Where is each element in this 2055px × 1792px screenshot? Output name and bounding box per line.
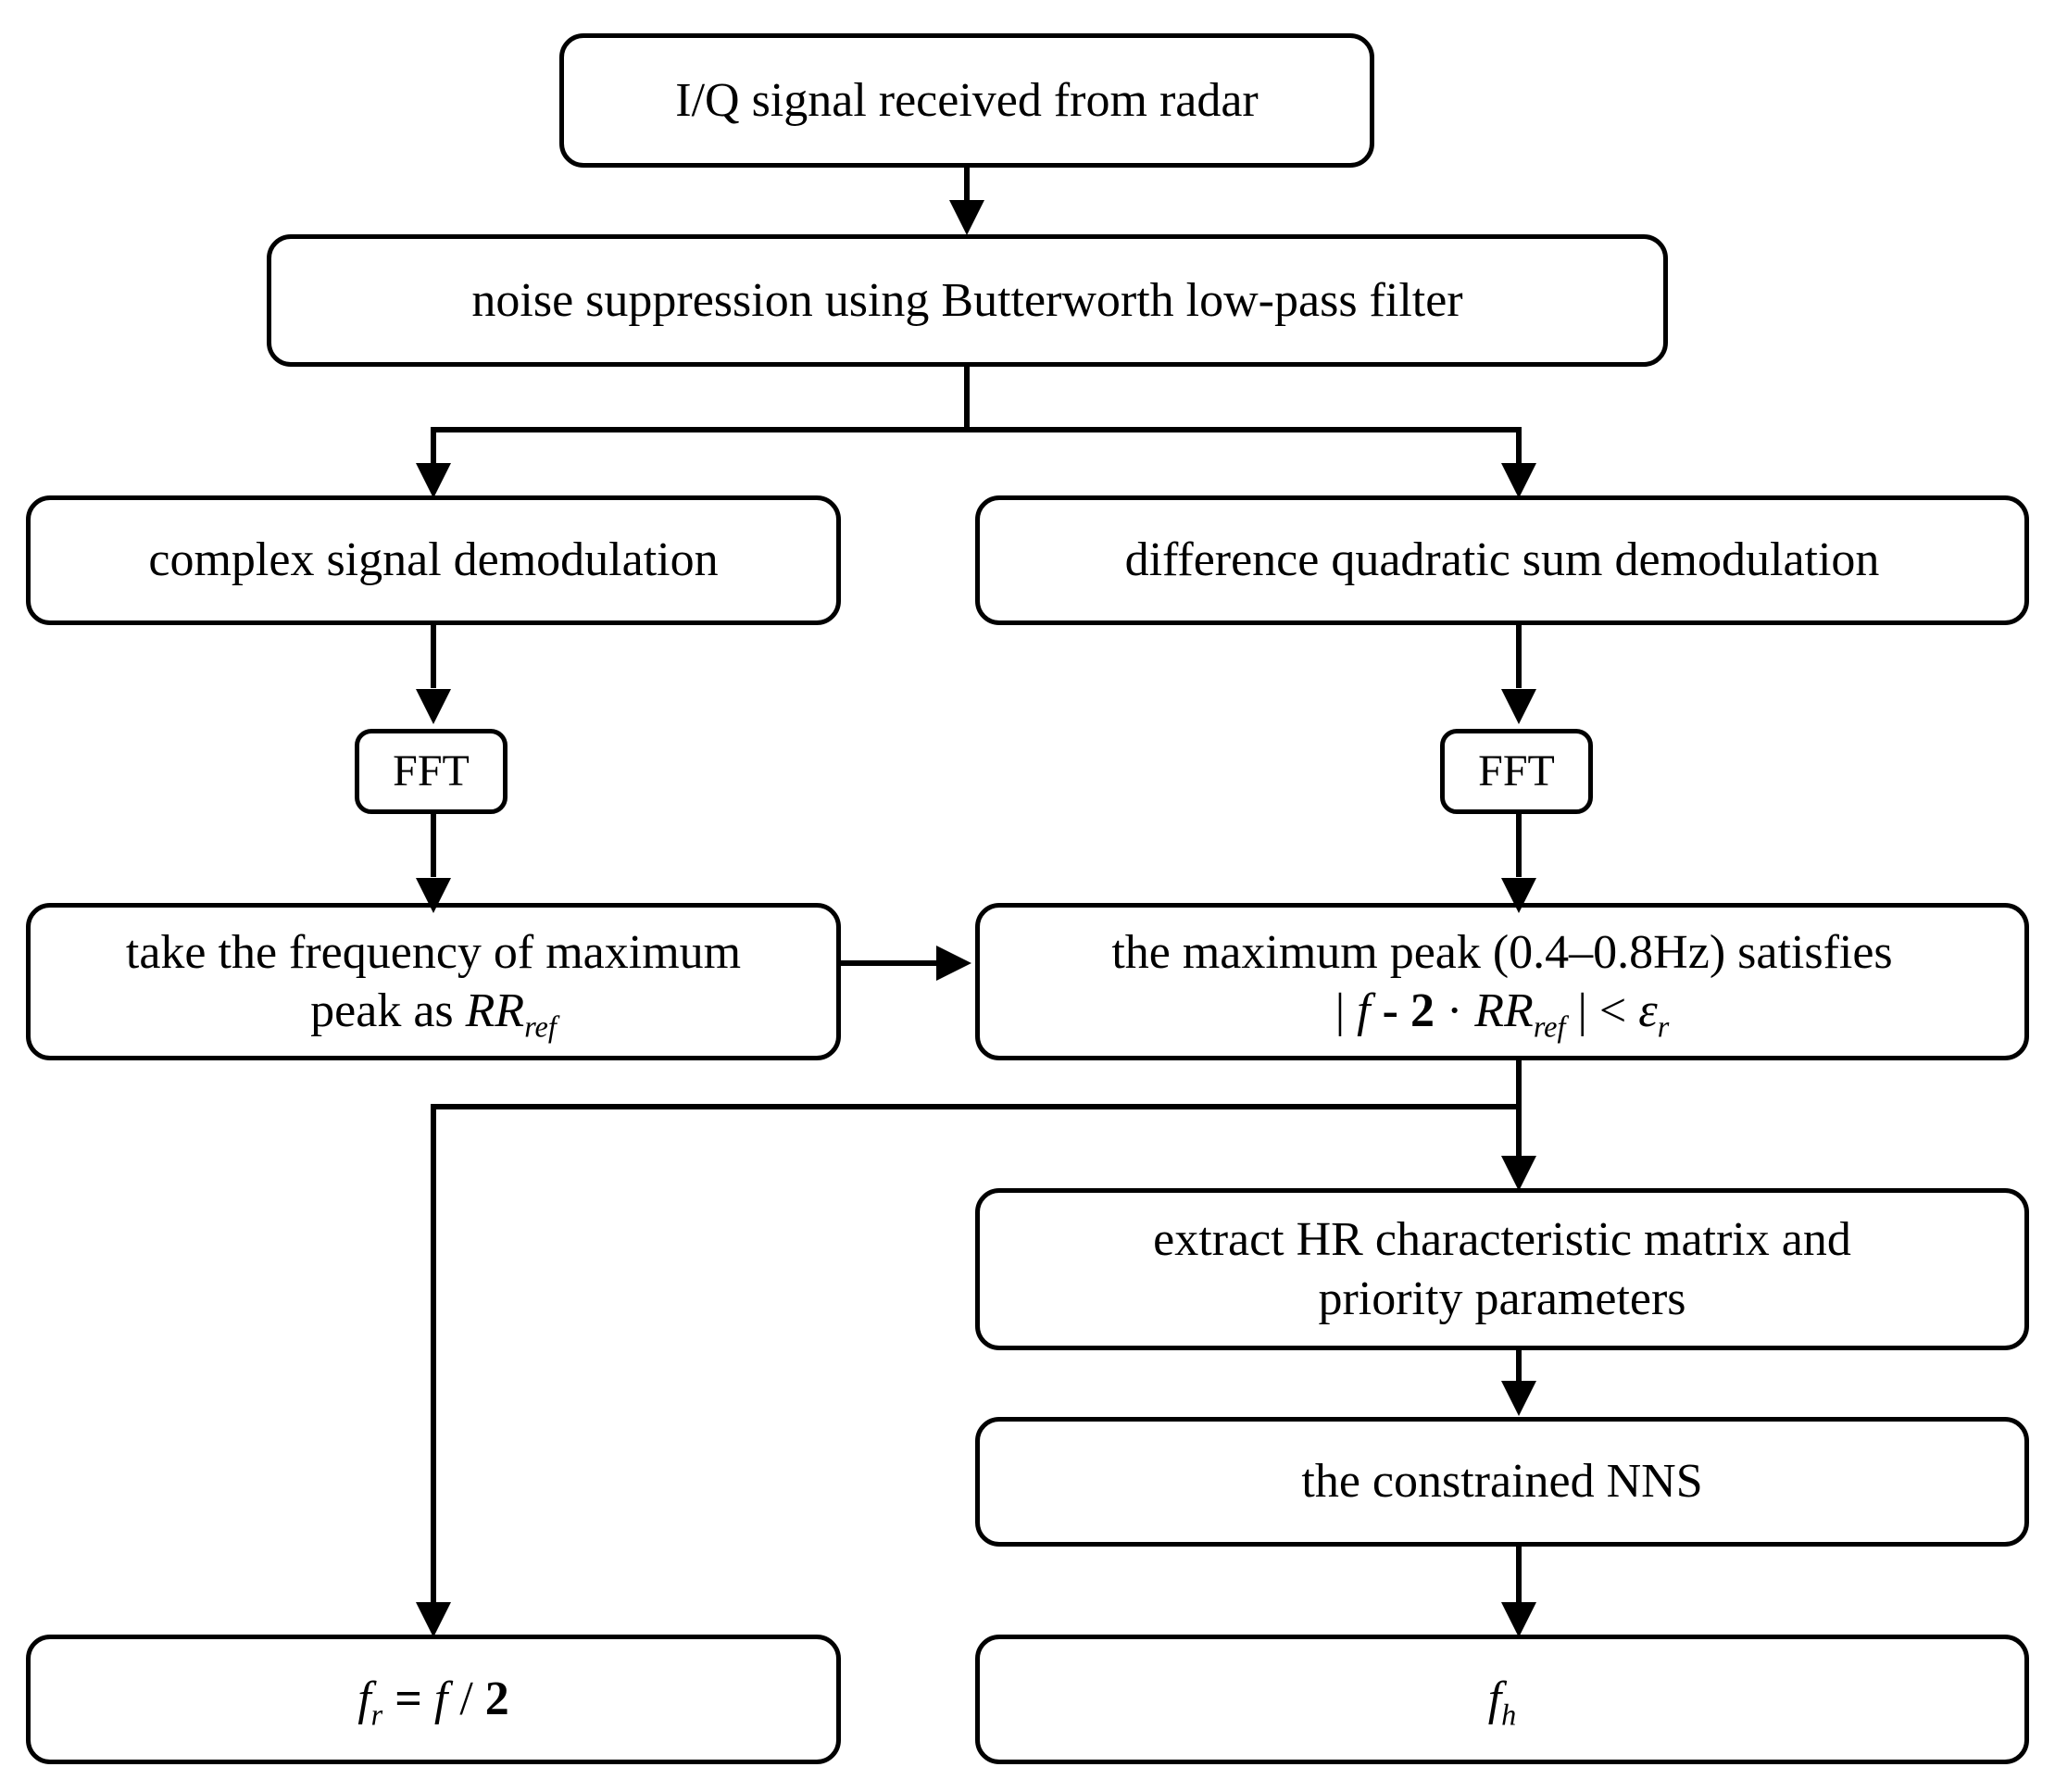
arrowhead-takefreq-to-maxpeak: [936, 946, 971, 981]
fr-equals: =: [395, 1673, 422, 1726]
node-constrained-nns: the constrained NNS: [975, 1417, 2029, 1547]
connector-noise-stem: [964, 367, 970, 430]
node-complex-demodulation-label: complex signal demodulation: [148, 533, 719, 587]
arrowhead-extract-to-nns: [1501, 1381, 1536, 1416]
formula-epsilon: ε: [1638, 984, 1658, 1037]
node-dqs-demodulation: difference quadratic sum demodulation: [975, 495, 2029, 625]
node-extract-hr: extract HR characteristic matrix and pri…: [975, 1188, 2029, 1350]
formula-rr-subscript: ref: [1533, 1009, 1566, 1044]
node-max-peak-line1: the maximum peak (0.4–0.8Hz) satisfies: [1111, 925, 1893, 979]
node-output-fr: fr = f / 2: [26, 1635, 841, 1764]
connector-extract-to-nns: [1516, 1350, 1522, 1389]
arrowhead-fft-left-down: [416, 878, 451, 913]
arrowhead-bus-to-dqs: [1501, 463, 1536, 498]
connector-complex-to-fft: [431, 625, 436, 688]
node-fft-left-label: FFT: [393, 746, 470, 796]
arrowhead-dqs-to-fft: [1501, 689, 1536, 724]
fr-denominator: 2: [484, 1673, 509, 1726]
node-extract-hr-text: extract HR characteristic matrix and pri…: [1153, 1210, 1851, 1328]
connector-fft-right-down: [1516, 814, 1522, 877]
node-constrained-nns-label: the constrained NNS: [1301, 1455, 1703, 1509]
arrowhead-bus-to-complex: [416, 463, 451, 498]
node-max-peak-formula: | f - 2 · RRref | < εr: [1111, 982, 1892, 1044]
arrowhead-maxpeak-to-extract: [1501, 1156, 1536, 1191]
connector-nns-to-fh: [1516, 1547, 1522, 1604]
node-max-peak-condition: the maximum peak (0.4–0.8Hz) satisfies |…: [975, 903, 2029, 1060]
fr-slash: /: [459, 1673, 473, 1726]
fr-subscript: r: [370, 1698, 383, 1732]
fh-var: f: [1487, 1673, 1502, 1726]
connector-bus-to-dqs: [1516, 427, 1522, 482]
node-complex-demodulation: complex signal demodulation: [26, 495, 841, 625]
connector-iq-to-noise: [964, 168, 970, 214]
node-take-frequency: take the frequency of maximum peak as RR…: [26, 903, 841, 1060]
formula-epsilon-subscript: r: [1657, 1009, 1670, 1044]
node-extract-hr-line1: extract HR characteristic matrix and: [1153, 1213, 1851, 1267]
node-iq-signal: I/Q signal received from radar: [559, 33, 1374, 168]
node-noise-suppression: noise suppression using Butterworth low-…: [267, 234, 1668, 367]
node-output-fh: fh: [975, 1635, 2029, 1764]
formula-less-than: <: [1598, 984, 1627, 1037]
formula-bar-close: |: [1577, 984, 1587, 1037]
node-fft-right-label: FFT: [1478, 746, 1555, 796]
connector-dqs-to-fft: [1516, 625, 1522, 688]
take-frequency-var: RR: [465, 984, 525, 1037]
connector-branch-down-to-fr: [431, 1104, 436, 1604]
arrowhead-nns-to-fh: [1501, 1602, 1536, 1637]
connector-noise-bus: [431, 427, 1522, 432]
node-output-fr-formula: fr = f / 2: [357, 1670, 509, 1730]
node-output-fh-formula: fh: [1487, 1670, 1517, 1730]
formula-minus: -: [1382, 984, 1398, 1037]
connector-maxpeak-stem: [1516, 1060, 1522, 1173]
formula-rr: RR: [1474, 984, 1534, 1037]
node-fft-right: FFT: [1440, 729, 1593, 814]
node-take-frequency-line1: take the frequency of maximum: [125, 925, 742, 979]
connector-fft-left-down: [431, 814, 436, 877]
connector-maxpeak-left-branch: [431, 1104, 1522, 1109]
node-extract-hr-line2: priority parameters: [1318, 1272, 1686, 1325]
arrowhead-iq-to-noise: [949, 200, 984, 235]
formula-f: f: [1357, 984, 1371, 1037]
fr-var: f: [357, 1673, 371, 1726]
arrowhead-fft-right-down: [1501, 878, 1536, 913]
arrowhead-complex-to-fft: [416, 689, 451, 724]
node-iq-signal-label: I/Q signal received from radar: [675, 73, 1259, 127]
node-take-frequency-line2: peak as RRref: [126, 982, 741, 1044]
fr-numerator: f: [433, 1673, 448, 1726]
fh-subscript: h: [1501, 1698, 1517, 1732]
connector-takefreq-to-maxpeak: [841, 960, 938, 966]
node-dqs-demodulation-label: difference quadratic sum demodulation: [1124, 533, 1880, 587]
take-frequency-subscript: ref: [524, 1009, 557, 1044]
node-max-peak-text: the maximum peak (0.4–0.8Hz) satisfies |…: [1111, 923, 1893, 1044]
formula-two: 2: [1410, 984, 1435, 1037]
node-noise-suppression-label: noise suppression using Butterworth low-…: [471, 273, 1463, 327]
arrowhead-branch-to-fr: [416, 1602, 451, 1637]
formula-dot: ·: [1446, 984, 1463, 1037]
formula-bar-open: |: [1334, 984, 1346, 1037]
take-frequency-prefix: peak as: [310, 984, 466, 1037]
node-take-frequency-text: take the frequency of maximum peak as RR…: [125, 923, 742, 1044]
node-fft-left: FFT: [355, 729, 507, 814]
connector-bus-to-complex: [431, 427, 436, 482]
